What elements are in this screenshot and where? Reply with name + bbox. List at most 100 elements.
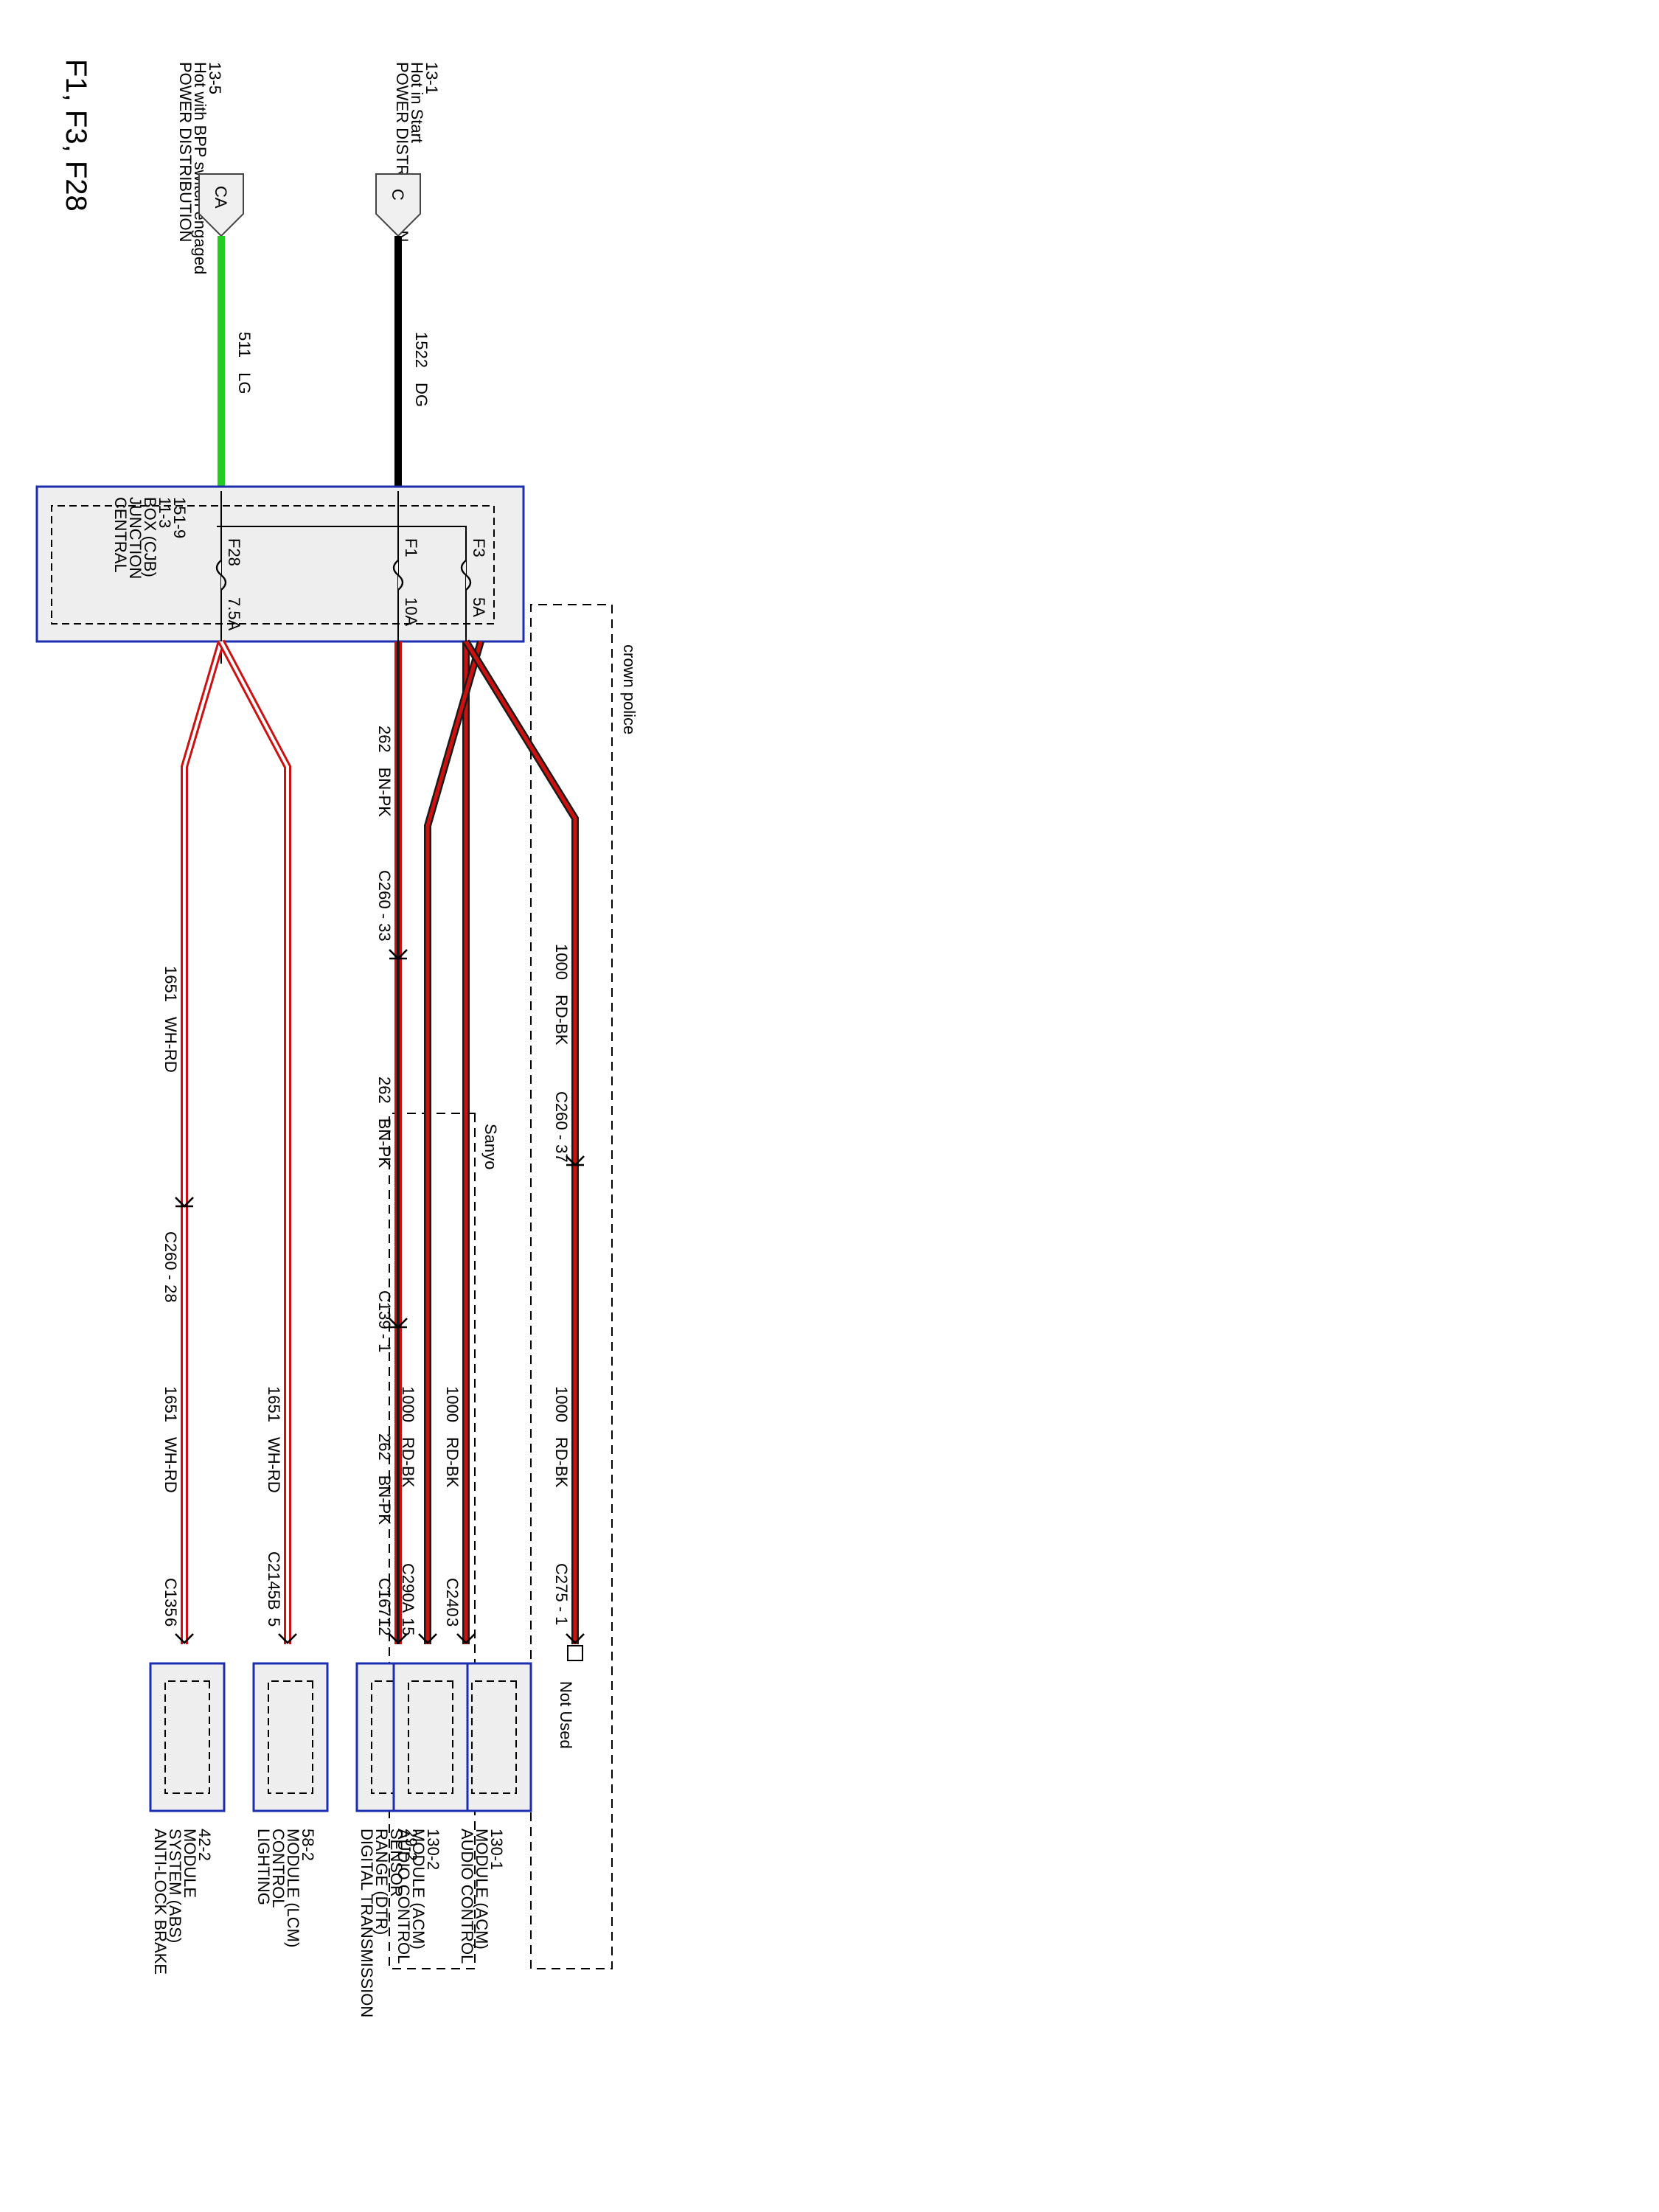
wire-lcm-label: 1651WH-RD bbox=[265, 1386, 283, 1493]
connector-c240-pin: 3 bbox=[443, 1618, 462, 1627]
connector-c290a-label: C290A bbox=[399, 1563, 417, 1613]
connector-c275-1-label: C275 - 1 bbox=[552, 1563, 571, 1625]
fuse-f28-icon bbox=[215, 560, 227, 591]
module-acm-2-line-3: 130-2 bbox=[424, 1829, 442, 1870]
fuse-f1-name: F1 bbox=[402, 538, 420, 557]
module-abs-line-4: 42-2 bbox=[195, 1829, 214, 1861]
wire-dg-label: 1522DG bbox=[412, 332, 431, 407]
wire-acm2-branch bbox=[424, 640, 484, 1644]
connector-c240-icon bbox=[456, 1633, 476, 1644]
connector-c290a-icon bbox=[418, 1633, 437, 1644]
connector-c260-28-icon bbox=[175, 1197, 194, 1208]
connector-c2145b-pin: 5 bbox=[265, 1618, 283, 1627]
source-tag-c: C bbox=[375, 173, 421, 237]
source-tag-ca-text: CA bbox=[212, 186, 230, 209]
module-dtr-line-3: SENSOR bbox=[387, 1829, 406, 1897]
cjb-label-line-5: 151-9 bbox=[170, 497, 189, 538]
module-lcm-line-1: LIGHTING bbox=[254, 1829, 273, 1905]
module-abs-label: ANTI-LOCK BRAKE SYSTEM (ABS) MODULE 42-2 bbox=[151, 1829, 214, 1975]
fuse-f28-name: F28 bbox=[225, 538, 243, 566]
module-acm-2-label: AUDIO CONTROL MODULE (ACM) 130-2 bbox=[394, 1829, 442, 1964]
connector-c260-37-icon bbox=[566, 1155, 585, 1166]
module-dtr-line-4: 29-2 bbox=[402, 1829, 420, 1861]
module-acm-2 bbox=[392, 1662, 469, 1812]
connector-c260-33-label: C260 - 33 bbox=[375, 870, 394, 942]
crown-police-box bbox=[530, 604, 613, 1969]
wire-lg-label: 511LG bbox=[235, 332, 254, 394]
module-acm-1-line-3: 130-1 bbox=[487, 1829, 506, 1870]
connector-c2145b-label: C2145B bbox=[265, 1551, 283, 1610]
wire-dtr-1-label: 262BN-PK bbox=[375, 726, 394, 817]
module-dtr-line-2: RANGE (DTR) bbox=[372, 1829, 391, 1935]
wire-abs-branch bbox=[181, 640, 225, 1644]
wire-dtr-2-label: 262BN-PK bbox=[375, 1077, 394, 1168]
connector-c260-33-icon bbox=[389, 949, 408, 960]
connector-c135-icon bbox=[175, 1633, 194, 1644]
fuse-f3-rating: 5A bbox=[470, 597, 488, 617]
fuse-f28-rating: 7.5A bbox=[225, 597, 243, 631]
module-lcm bbox=[252, 1662, 329, 1812]
module-lcm-line-2: CONTROL bbox=[269, 1829, 288, 1908]
not-used-terminal-icon bbox=[567, 1645, 583, 1661]
source-tag-c-text: C bbox=[389, 189, 407, 201]
source-tag-ca: CA bbox=[198, 173, 244, 237]
inline-connectors bbox=[175, 949, 585, 1329]
connector-c135-label: C135 bbox=[161, 1578, 180, 1617]
wire-not-used-1-label: 1000RD-BK bbox=[552, 944, 571, 1046]
module-abs-line-3: MODULE bbox=[181, 1829, 199, 1898]
source-pd-start-line-2: Hot in Start bbox=[408, 62, 426, 143]
wire-not-used-2-label: 1000RD-BK bbox=[552, 1386, 571, 1488]
cjb-label-line-1: CENTRAL bbox=[111, 497, 130, 573]
cjb-label-line-2: JUNCTION bbox=[126, 497, 145, 579]
module-dtr-label: DIGITAL TRANSMISSION RANGE (DTR) SENSOR … bbox=[358, 1829, 420, 2017]
fuse-f3-icon bbox=[460, 560, 472, 591]
connector-c260-37-label: C260 - 37 bbox=[552, 1091, 571, 1163]
module-acm-1-line-2: MODULE (ACM) bbox=[473, 1829, 491, 1950]
connector-c139-1-icon bbox=[389, 1318, 408, 1329]
page-title: F1, F3, F28 bbox=[60, 59, 92, 212]
connector-c167-label: C167 bbox=[375, 1578, 394, 1617]
wire-not-used-branch bbox=[462, 639, 579, 1644]
fuse-f3-name: F3 bbox=[470, 538, 488, 557]
module-acm-2-line-2: MODULE (ACM) bbox=[409, 1829, 428, 1950]
wire-abs-2-label: 1651WH-RD bbox=[161, 1386, 180, 1493]
end-connectors bbox=[175, 1633, 585, 1644]
module-acm-1-line-1: AUDIO CONTROL bbox=[458, 1829, 476, 1964]
connector-c275-1-icon bbox=[566, 1633, 585, 1644]
fuse-f1-icon bbox=[392, 560, 404, 591]
source-pd-bpp-line-3: 13-5 bbox=[206, 62, 224, 94]
wire-lcm-branch bbox=[218, 639, 291, 1644]
connector-c260-28-label: C260 - 28 bbox=[161, 1231, 180, 1303]
wire-dtr-3-label: 262BN-PK bbox=[375, 1433, 394, 1525]
module-lcm-line-3: MODULE (LCM) bbox=[284, 1829, 302, 1947]
wire-acm2-label: 1000RD-BK bbox=[399, 1386, 417, 1488]
source-pd-start-line-3: 13-1 bbox=[422, 62, 441, 94]
module-lcm-line-4: 58-2 bbox=[299, 1829, 317, 1861]
wire-abs-1-label: 1651WH-RD bbox=[161, 966, 180, 1073]
fuse-f1-rating: 10A bbox=[402, 597, 420, 626]
sanyo-label: Sanyo bbox=[481, 1124, 500, 1169]
connector-c240-label: C240 bbox=[443, 1578, 462, 1617]
connector-c139-1-label: C139 - 1 bbox=[375, 1290, 394, 1352]
cjb-label: CENTRAL JUNCTION BOX (CJB) 11-3 151-9 bbox=[111, 497, 189, 579]
crown-police-label: crown police bbox=[620, 644, 639, 734]
wire-acm1-label: 1000RD-BK bbox=[443, 1386, 462, 1488]
module-lcm-label: LIGHTING CONTROL MODULE (LCM) 58-2 bbox=[254, 1829, 317, 1947]
not-used-label: Not Used bbox=[557, 1681, 575, 1749]
cjb-label-line-3: BOX (CJB) bbox=[141, 497, 159, 577]
central-junction-box: F28 7.5A F1 10A F3 5A bbox=[35, 485, 525, 664]
source-pd-bpp: POWER DISTRIBUTION Hot with BPP switch e… bbox=[176, 62, 224, 274]
connector-c167-pin: 12 bbox=[375, 1618, 394, 1635]
connector-c290a-pin: 15 bbox=[399, 1618, 417, 1635]
module-acm-2-line-1: AUDIO CONTROL bbox=[394, 1829, 413, 1964]
module-abs-line-1: ANTI-LOCK BRAKE bbox=[151, 1829, 170, 1975]
connector-c2145b-icon bbox=[278, 1633, 297, 1644]
connector-c167-icon bbox=[389, 1633, 408, 1644]
module-abs-line-2: SYSTEM (ABS) bbox=[166, 1829, 184, 1943]
module-dtr-line-1: DIGITAL TRANSMISSION bbox=[358, 1829, 376, 2017]
module-abs bbox=[149, 1662, 226, 1812]
sanyo-box bbox=[389, 1113, 476, 1969]
source-pd-bpp-line-1: POWER DISTRIBUTION bbox=[176, 62, 195, 242]
